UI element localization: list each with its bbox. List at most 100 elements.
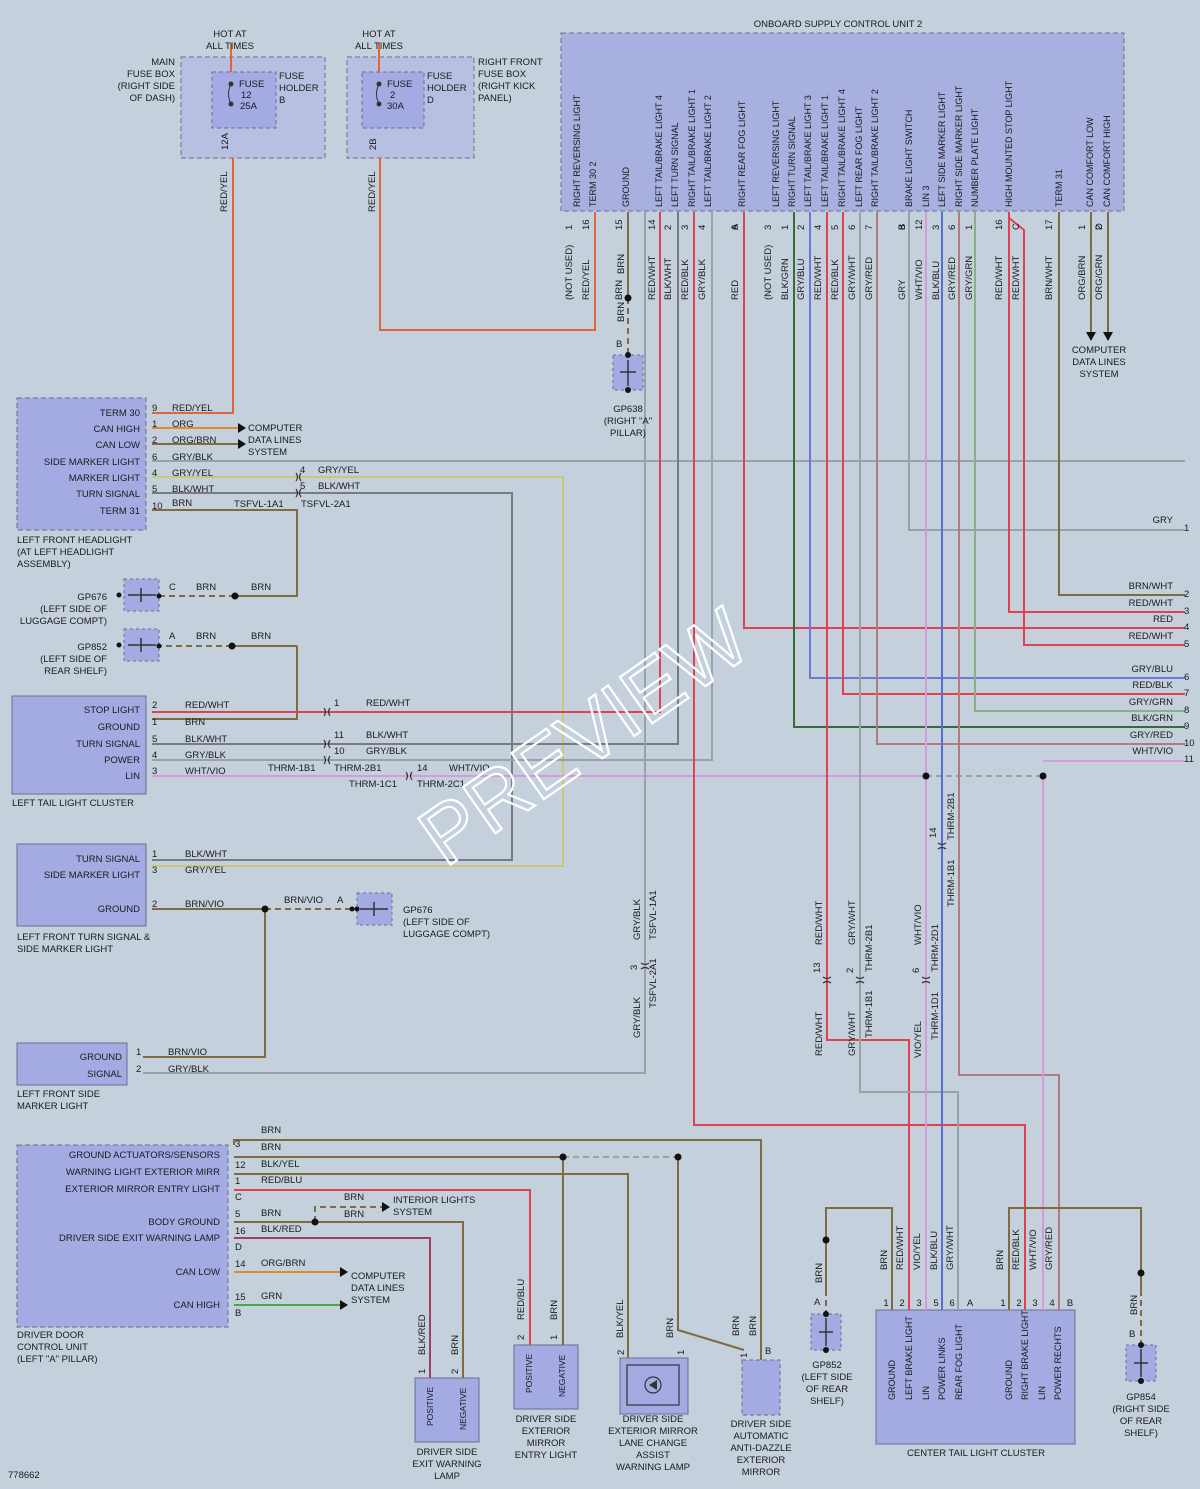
fuse-holder-label: FUSE	[279, 71, 304, 82]
oscu-pin-number: 16	[994, 219, 1005, 230]
fuse-2-link	[376, 83, 380, 105]
oscu-pin-name: LEFT TAIL/BRAKE LIGHT 4	[654, 95, 664, 207]
gp676-label: LUGGAGE COMPT)	[403, 929, 490, 940]
ddcu-pin-letter: D	[235, 1242, 242, 1253]
gp676-label: (LEFT SIDE OF	[403, 917, 470, 928]
oscu-wire-color: RED/WHT	[1011, 255, 1022, 300]
oscu-pin-letter: C	[1011, 223, 1022, 230]
anti-dazzle-mirror-box	[741, 1359, 781, 1416]
pin-label: 2	[616, 1350, 627, 1355]
wire-brn-wht-h2	[1058, 212, 1185, 596]
left-front-side-marker-box	[16, 1042, 128, 1086]
lca-name: LANE CHANGE	[619, 1438, 687, 1449]
interior-lights-label: INTERIOR LIGHTS	[393, 1195, 475, 1206]
wire-brn-5	[234, 1221, 464, 1378]
connector-label: THRM-1D1	[930, 992, 941, 1040]
ddcu-wire-color: GRN	[261, 1291, 282, 1302]
lfh-pin-number: 5	[152, 484, 157, 495]
right-pin-number: 10	[1184, 738, 1195, 749]
ctl-pin-number: 5	[933, 1298, 938, 1309]
pin-label: 1	[334, 698, 339, 709]
wire-blk-grn	[793, 212, 1185, 728]
oscu-pin-name: LEFT TURN SIGNAL	[670, 122, 680, 207]
cdl-label: DATA LINES	[351, 1283, 405, 1294]
lfh-pin-number: 9	[152, 403, 157, 414]
gp676-label: LUGGAGE COMPT)	[20, 616, 107, 627]
wire-label: RED/WHT	[814, 1011, 825, 1056]
ddcu-pin-name: EXTERIOR MIRROR ENTRY LIGHT	[65, 1184, 220, 1195]
ddcu-wire-color: ORG/BRN	[261, 1258, 305, 1269]
wire-label: RED/YEL	[219, 171, 230, 212]
oscu-wire-color: RED/YEL	[581, 259, 592, 300]
wire-label: BRN	[616, 302, 627, 322]
lfh-pin-number: 6	[152, 452, 157, 463]
gp854-label: OF REAR	[1120, 1416, 1162, 1427]
wire-label: BRN	[814, 1263, 825, 1283]
aad-name: ANTI-DAZZLE	[730, 1443, 791, 1454]
oscu-pin-number: 3	[680, 225, 691, 230]
ddcu-name: (LEFT "A" PILLAR)	[17, 1354, 97, 1365]
wire-brn-vio	[143, 908, 266, 1058]
lfh-wire-color: BLK/WHT	[172, 484, 214, 495]
ltl-wire-color: BLK/WHT	[185, 734, 227, 745]
ctl-wire-color: BLK/BLU	[929, 1231, 940, 1270]
ctl-pin-name: REAR FOG LIGHT	[954, 1323, 964, 1400]
fuse-holder-label: HOLDER	[279, 83, 319, 94]
oscu-pin-number: 6	[947, 225, 958, 230]
dsem-name: DRIVER SIDE	[516, 1414, 577, 1425]
arrow-icon	[1086, 332, 1096, 341]
wire-label: BRN	[748, 1316, 759, 1336]
wire-label: GRY/WHT	[847, 900, 858, 945]
ddcu-wire-color: BLK/YEL	[261, 1159, 300, 1170]
ddcu-pin-name: WARNING LIGHT EXTERIOR MIRR	[66, 1167, 220, 1178]
ddcu-pin-name: CAN HIGH	[174, 1300, 221, 1311]
wire-brn-term31	[152, 509, 298, 597]
oscu-pin-letter: D	[1094, 223, 1105, 230]
oscu-pin-name: LEFT REAR FOG LIGHT	[854, 106, 864, 207]
fuse-label: FUSE	[239, 79, 264, 90]
right-wire-color: GRY	[1153, 515, 1174, 526]
pin-label: 13	[812, 962, 823, 973]
oscu-wire-color: GRY/RED	[947, 257, 958, 300]
ltl-pin-name: LIN	[125, 771, 140, 782]
wire-gry-blu	[809, 212, 1185, 679]
oscu-wire-color: GRY/WHT	[847, 255, 858, 300]
connector-label: TSFVL-1A1	[234, 499, 284, 510]
ctl-pin-number: 2	[899, 1298, 904, 1309]
connector-label: THRM-2B1	[946, 792, 957, 840]
oscu-pin-number: 17	[1044, 219, 1055, 230]
right-front-fuse-box-label: RIGHT FRONT	[478, 57, 543, 68]
right-pin-number: 11	[1184, 754, 1194, 765]
ltl-pin-number: 3	[152, 766, 157, 777]
oscu-pin-letter: A	[730, 223, 741, 230]
wire-brn-3	[233, 1139, 762, 1360]
wire-red-wht-mid	[826, 212, 910, 1310]
ctl-wire-color: RED/BLK	[1011, 1229, 1022, 1270]
gp852-label: (LEFT SIDE OF	[40, 654, 107, 665]
oscu-pin-number: 2	[663, 225, 674, 230]
wire-gry-red-h10	[876, 212, 1185, 745]
labels: HOT AT ALL TIMES HOT AT ALL TIMES MAIN F…	[8, 19, 1170, 1482]
fuse-holder-b	[211, 71, 277, 129]
lfsm-wire-color: GRY/BLK	[168, 1064, 210, 1075]
wire-label: GRY/BLK	[632, 996, 643, 1038]
ddcu-name: DRIVER DOOR	[17, 1330, 84, 1341]
gp852-label: GP852	[812, 1360, 842, 1371]
ctl-pin-name: GROUND	[1004, 1360, 1014, 1400]
exit-warning-lamp-box	[414, 1377, 480, 1443]
oscu-pin-number: 2	[796, 225, 807, 230]
pin-label: 1	[676, 1350, 687, 1355]
ddcu-name: CONTROL UNIT	[17, 1342, 88, 1353]
pin-label: 6	[911, 968, 922, 973]
gp854-label: SHELF)	[1124, 1428, 1158, 1439]
terminal-label: POSITIVE	[425, 1386, 435, 1426]
ddcu-wire-color: BLK/RED	[261, 1224, 302, 1235]
cdl-label: DATA LINES	[1072, 357, 1126, 368]
oscu-pin-number: 5	[830, 225, 841, 230]
lca-name: DRIVER SIDE	[623, 1414, 684, 1425]
oscu-pin-name: RIGHT TURN SIGNAL	[787, 116, 797, 207]
oscu-pin-name: CAN COMFORT HIGH	[1102, 115, 1112, 207]
pin-label: 14	[417, 763, 428, 774]
wire-gry-top	[908, 212, 1185, 531]
oscu-pin-number: 4	[697, 225, 708, 230]
